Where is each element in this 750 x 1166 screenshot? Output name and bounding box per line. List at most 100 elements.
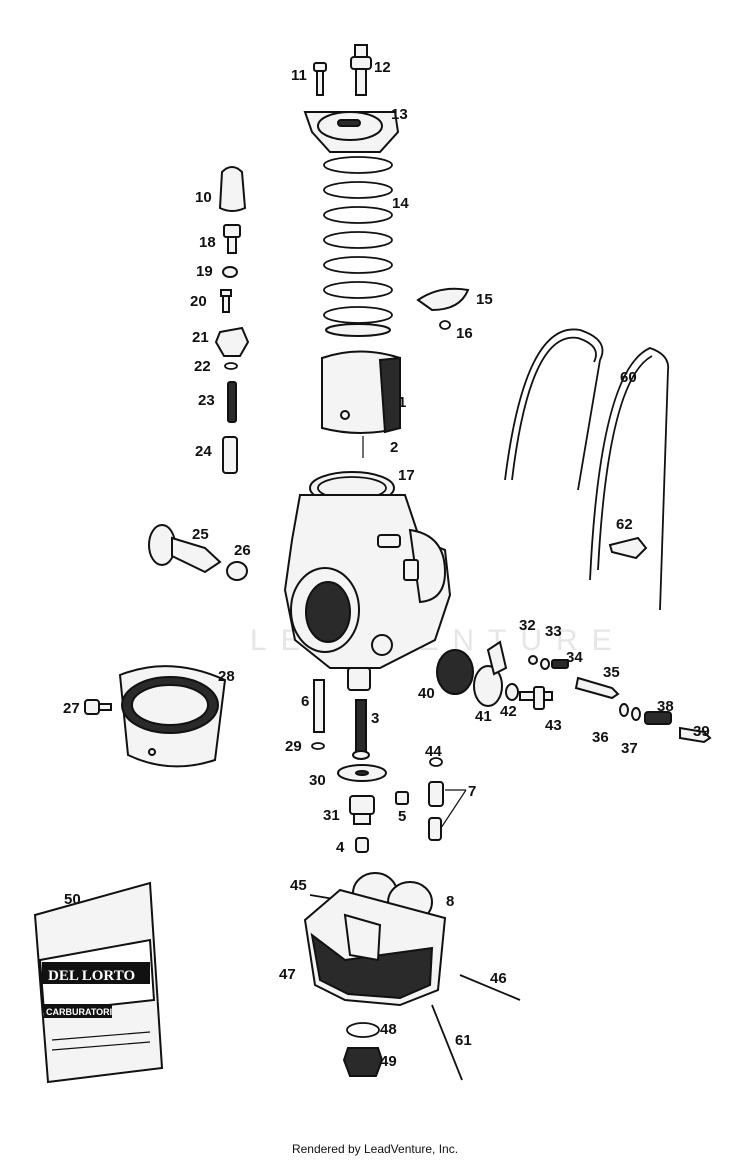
callout-7: 7 [468,783,476,800]
part-25-screw [148,524,222,574]
part-35-screw [574,676,620,700]
part-36-ring [619,703,629,717]
footer-credit: Rendered by LeadVenture, Inc. [291,1142,459,1156]
callout-4: 4 [336,839,345,856]
callout-47: 47 [279,966,296,983]
callout-20: 20 [190,293,207,310]
part-60-hose [504,328,670,611]
callout-26: 26 [234,542,251,559]
callout-41: 41 [475,708,492,725]
part-19-nut [222,266,238,278]
part-34-spring [551,659,569,669]
callout-38: 38 [657,698,674,715]
callout-45: 45 [290,877,307,894]
part-17-carburetor-body [283,471,452,691]
part-23-spring [227,381,237,423]
part-11-screw [313,62,327,96]
callout-48: 48 [380,1021,397,1038]
part-3-needle-jet [352,699,370,760]
part-31-holder [349,795,375,825]
callout-62: 62 [616,516,633,533]
callout-23: 23 [198,392,215,409]
bag-product-text: CARBURATORI [46,1007,112,1017]
part-46-pin [459,974,521,1001]
part-24-plunger [222,436,238,474]
callout-61: 61 [455,1032,472,1049]
callout-34: 34 [566,649,583,666]
callout-24: 24 [195,443,212,460]
part-43-bolt [519,686,553,710]
part-22-oring [224,362,238,370]
callout-5: 5 [398,808,406,825]
callout-21: 21 [192,329,209,346]
callout-44: 44 [425,743,442,760]
callout-1: 1 [398,394,406,411]
callout-39: 39 [693,723,710,740]
callout-33: 33 [545,623,562,640]
callout-25: 25 [192,526,209,543]
part-42-washer [505,683,519,701]
part-10-cap [218,166,247,212]
callout-29: 29 [285,738,302,755]
part-29-ring [311,742,325,750]
part-5-jet [395,791,409,805]
callout-8: 8 [446,893,454,910]
callout-37: 37 [621,740,638,757]
part-30-washer [337,764,387,782]
part-49-plug [342,1047,384,1077]
callout-43: 43 [545,717,562,734]
part-41-fitting [473,640,508,707]
callout-22: 22 [194,358,211,375]
part-61-tube [431,1004,463,1081]
callout-13: 13 [391,106,408,123]
callout-60: 60 [620,369,637,386]
callout-49: 49 [380,1053,397,1070]
part-18-adjuster [223,224,241,254]
callout-19: 19 [196,263,213,280]
callout-11: 11 [291,67,307,84]
part-48-gasket [346,1022,380,1038]
part-26-nut [226,561,248,581]
callout-32: 32 [519,617,536,634]
callout-36: 36 [592,729,609,746]
part-20-screw [220,289,232,313]
callout-16: 16 [456,325,473,342]
callout-3: 3 [371,710,379,727]
callout-50: 50 [64,891,81,908]
callout-46: 46 [490,970,507,987]
part-37-ring [631,707,641,721]
part-1-slide [321,350,401,434]
part-50-parts-bag: DEL LORTO CARBURATORI [33,881,164,1084]
callout-31: 31 [323,807,340,824]
callout-17: 17 [398,467,415,484]
callout-6: 6 [301,693,309,710]
callout-10: 10 [195,189,212,206]
callout-18: 18 [199,234,216,251]
part-16-clip [439,320,451,330]
callout-12: 12 [374,59,391,76]
part-40-diaphragm [436,649,474,695]
part-44-clip [429,757,443,767]
callout-30: 30 [309,772,326,789]
part-47-float-bowl [303,888,447,1007]
part-32-ring [528,655,538,665]
callout-40: 40 [418,685,435,702]
callout-27: 27 [63,700,80,717]
part-38-spring [644,711,672,725]
part-27-screw [84,699,112,715]
callout-2: 2 [390,439,398,456]
bag-brand-text: DEL LORTO [48,968,135,984]
callout-15: 15 [476,291,493,308]
part-15-plate [416,287,470,312]
callout-14: 14 [392,195,409,212]
part-12-cable-fitting [350,44,372,96]
part-21-body [214,326,250,357]
callout-28: 28 [218,668,235,685]
part-4-jet [355,837,369,853]
callout-35: 35 [603,664,620,681]
part-39-screw [679,726,712,744]
part-7-jets [428,781,444,841]
callout-42: 42 [500,703,517,720]
